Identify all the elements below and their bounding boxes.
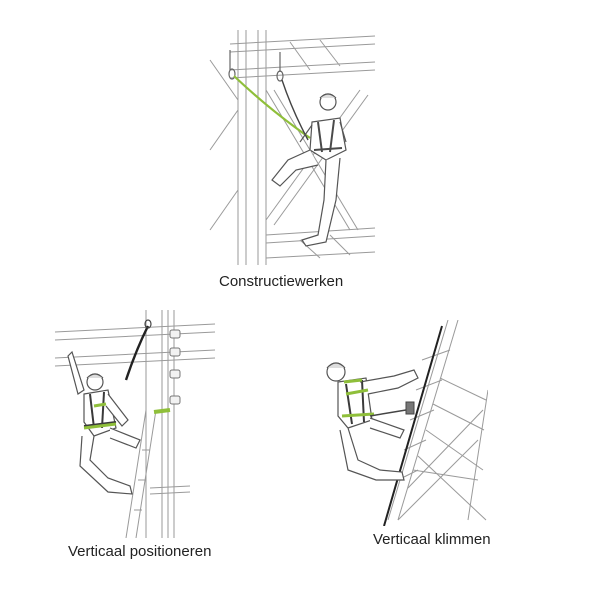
caption-vertical-positioning: Verticaal positioneren (68, 543, 212, 560)
caption-construction-work: Constructiewerken (219, 273, 344, 290)
pole-positioning-illustration (54, 310, 216, 538)
caption-vertical-climbing: Verticaal klimmen (373, 531, 491, 548)
construction-illustration (209, 30, 376, 265)
panel-construction-work (200, 30, 380, 270)
panel-vertical-climbing (318, 320, 488, 526)
panel-vertical-positioning (50, 310, 220, 538)
tower-climbing-illustration (326, 320, 488, 526)
